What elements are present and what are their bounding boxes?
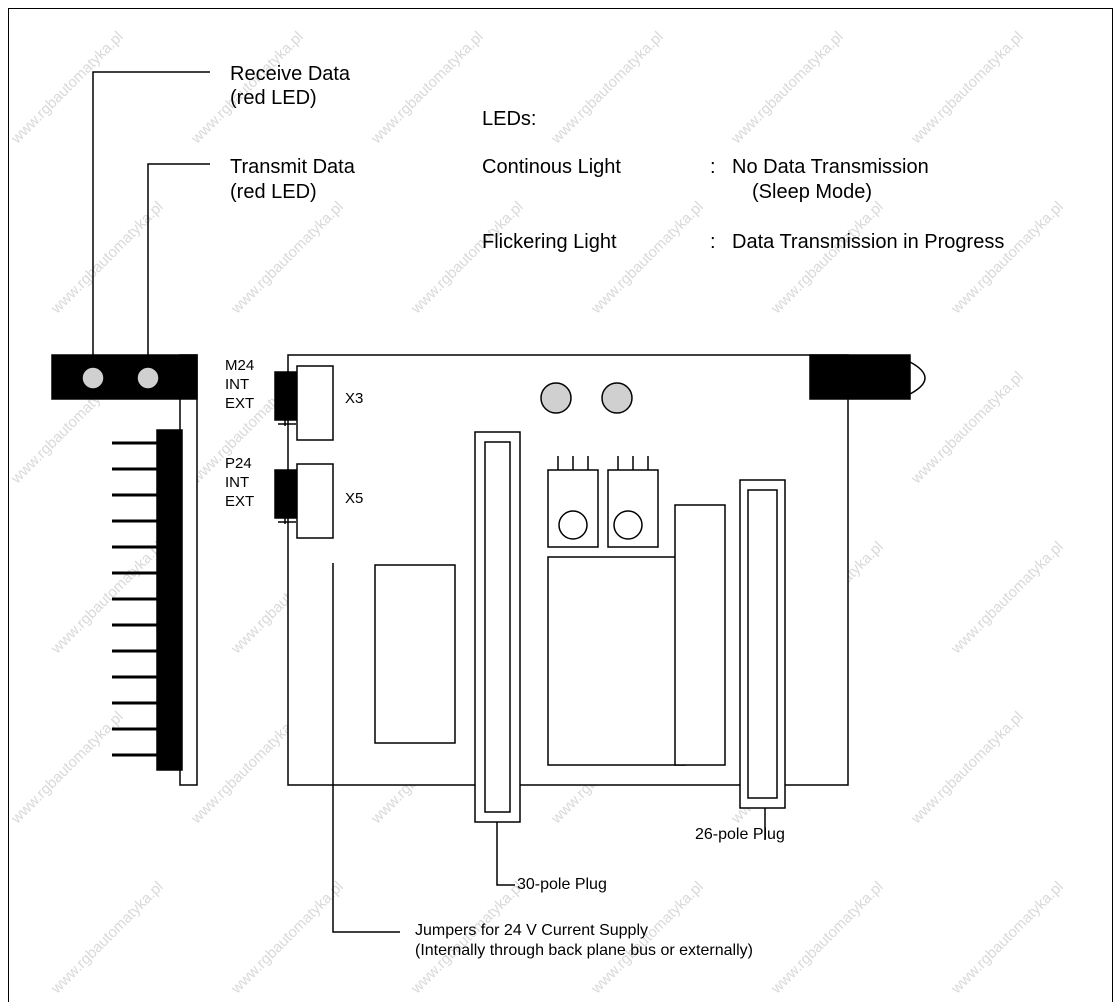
- legend-row-1-value: No Data Transmission: [732, 156, 929, 178]
- transmit-data-label: Transmit Data: [230, 156, 355, 178]
- edge-connector: [156, 429, 183, 771]
- front-latch: [809, 354, 911, 400]
- x5-label: X5: [345, 490, 364, 507]
- onboard-led-1: [540, 382, 572, 414]
- plug30-leader: [496, 822, 515, 886]
- ext-label-2: EXT: [225, 493, 255, 510]
- jumper-x3-body: [274, 371, 298, 421]
- jumpers-label: Jumpers for 24 V Current Supply: [415, 922, 648, 939]
- diagram-frame: [8, 8, 1113, 1002]
- m24-label: M24: [225, 357, 255, 374]
- transmit-leader: [147, 163, 210, 367]
- connector-pins: [112, 441, 157, 757]
- legend-title: LEDs:: [482, 108, 537, 130]
- receive-led: [81, 366, 105, 390]
- receive-leader: [92, 71, 210, 367]
- jumper-x5-body: [274, 469, 298, 519]
- x3-label: X3: [345, 390, 364, 407]
- p24-label: P24: [225, 455, 252, 472]
- transmit-led: [136, 366, 160, 390]
- jumpers-leader: [332, 563, 400, 933]
- jumpers-sub: (Internally through back plane bus or ex…: [415, 942, 753, 959]
- int-label-1: INT: [225, 376, 250, 393]
- jumper-x5: [296, 463, 334, 539]
- legend-row-2-value: Data Transmission in Progress: [732, 231, 1005, 253]
- bracket-led-holder: [51, 354, 198, 400]
- chip-main: [547, 556, 686, 766]
- jumper-x3: [296, 365, 334, 441]
- plug30-label: 30-pole Plug: [517, 876, 607, 893]
- legend-row-2-sep: :: [710, 231, 716, 253]
- plug26-label: 26-pole Plug: [695, 826, 785, 843]
- receive-data-sub: (red LED): [230, 87, 317, 109]
- legend-row-2-label: Flickering Light: [482, 231, 617, 253]
- chip-1: [374, 564, 456, 744]
- legend-row-1-value2: (Sleep Mode): [752, 181, 873, 203]
- int-label-2: INT: [225, 474, 250, 491]
- front-latch-tip: [909, 360, 926, 396]
- onboard-led-2: [601, 382, 633, 414]
- ext-label-1: EXT: [225, 395, 255, 412]
- legend-row-1-label: Continous Light: [482, 156, 621, 178]
- legend-row-1-sep: :: [710, 156, 716, 178]
- transmit-data-sub: (red LED): [230, 181, 317, 203]
- chip-2: [674, 504, 726, 766]
- receive-data-label: Receive Data: [230, 63, 351, 85]
